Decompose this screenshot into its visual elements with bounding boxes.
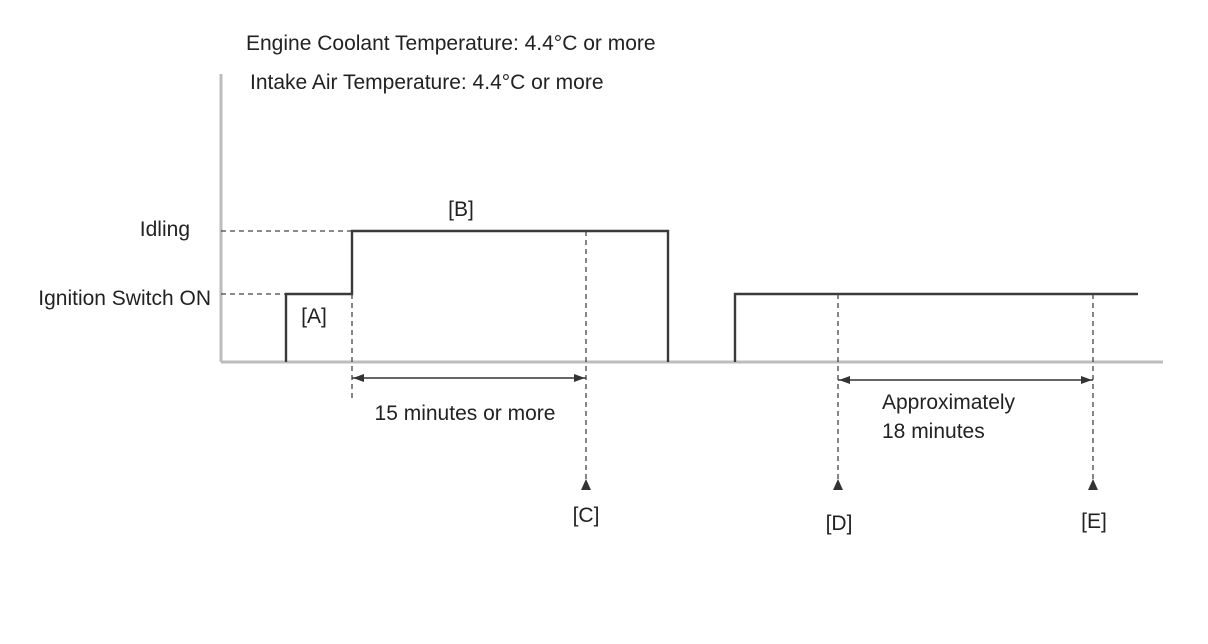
coolant-condition-text: Engine Coolant Temperature: 4.4°C or mor… [246,32,656,55]
point-d-label: [D] [826,512,853,535]
second-duration-right-arrow [1081,376,1092,384]
ignition-level-label: Ignition Switch ON [38,287,211,310]
point-e-arrow-head [1088,479,1098,490]
second-duration-text-line2: 18 minutes [882,420,985,443]
phase-a-label: [A] [301,305,327,328]
second-duration-text-line1: Approximately [882,391,1016,414]
phase-b-label: [B] [448,198,474,221]
first-duration-right-arrow [574,374,585,382]
first-duration-text: 15 minutes or more [375,402,556,425]
first-drive-waveform [284,229,670,362]
point-c-arrow-head [581,479,591,490]
idling-level-label: Idling [140,218,190,241]
intake-condition-text: Intake Air Temperature: 4.4°C or more [250,71,604,94]
point-c-label: [C] [573,504,600,527]
second-ignition-waveform [733,292,1138,362]
second-duration-left-arrow [839,376,850,384]
point-d-arrow-head [833,479,843,490]
point-e-label: [E] [1081,510,1107,533]
first-duration-left-arrow [353,374,364,382]
